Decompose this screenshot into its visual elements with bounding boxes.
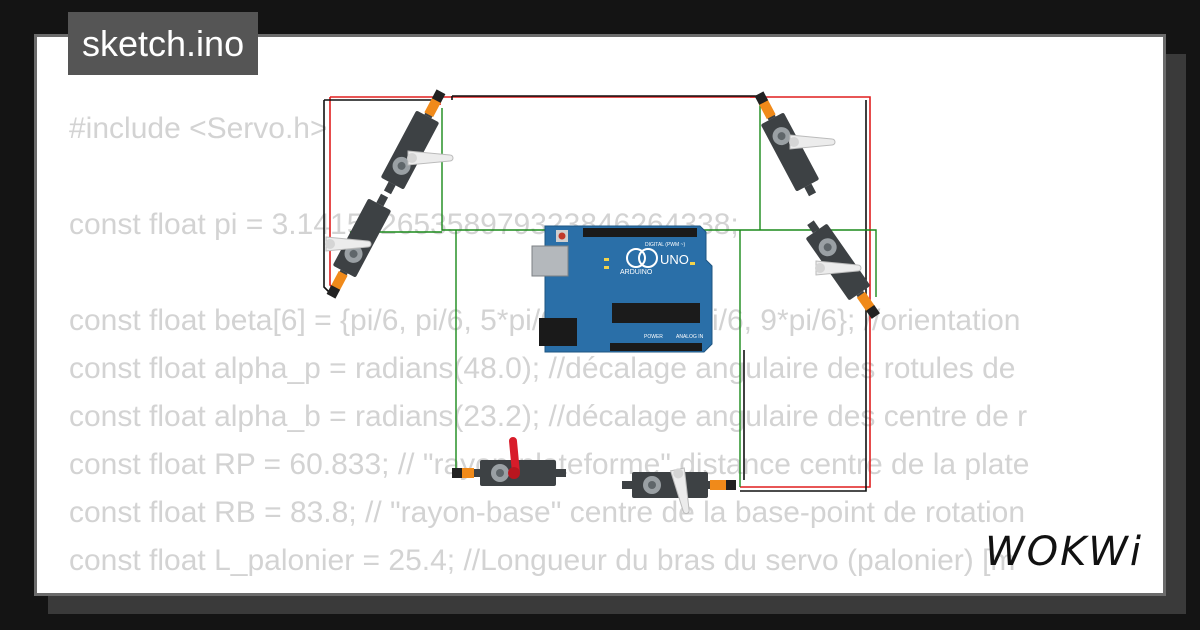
- code-line-10: const float L_palonier = 25.4; //Longueu…: [69, 544, 1016, 577]
- digital-label: DIGITAL (PWM ~): [645, 242, 685, 248]
- wokwi-logo: WOKWi: [978, 524, 1150, 580]
- arduino-uno-board[interactable]: UNO ARDUINO DIGITAL (PWM ~) ANALOG IN PO…: [531, 225, 713, 353]
- code-line-11: const float L_tige = 116.66; //Longueur …: [69, 585, 1135, 593]
- sketch-title: sketch.ino: [68, 12, 259, 75]
- power-label: POWER: [644, 334, 663, 340]
- code-line-3: const float pi = 3.141592653589793238462…: [69, 208, 739, 241]
- code-line-6: const float alpha_p = radians(48.0); //d…: [69, 352, 1016, 385]
- servo-top-left[interactable]: [375, 86, 481, 214]
- digital-header: [583, 228, 697, 237]
- servo-bottom-left[interactable]: [452, 437, 566, 486]
- servo-bottom-right[interactable]: [622, 466, 736, 516]
- code-line-7: const float alpha_b = radians(23.2); //d…: [69, 400, 1028, 433]
- power-analog-header: [610, 343, 702, 351]
- analog-label: ANALOG IN: [676, 334, 704, 340]
- servo-mid-right[interactable]: [789, 212, 892, 332]
- code-editor: #include <Servo.h> const float pi = 3.141…: [69, 105, 1135, 593]
- wokwi-logo-text: WOKWi: [985, 529, 1143, 575]
- dc-jack: [539, 318, 577, 346]
- code-line-1: #include <Servo.h>: [69, 112, 328, 145]
- servo-top-right[interactable]: [748, 71, 855, 201]
- atmega-chip: [612, 303, 700, 323]
- usb-port: [531, 245, 569, 277]
- board-brand: ARDUINO: [620, 269, 653, 276]
- board-model: UNO: [660, 252, 689, 267]
- code-line-8: const float RP = 60.833; // "rayon-plate…: [69, 448, 1030, 481]
- servo-mid-left[interactable]: [302, 180, 397, 303]
